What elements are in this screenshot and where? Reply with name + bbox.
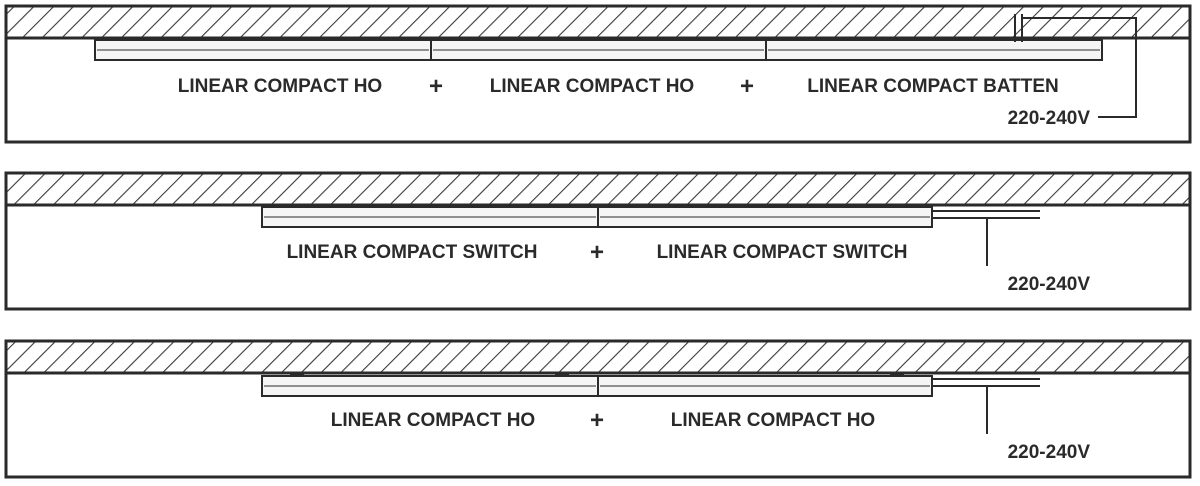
panel-1-wire [1014,14,1137,118]
panel-2-wire [932,210,1040,266]
panel-3: LINEAR COMPACT HO + LINEAR COMPACT HO 22… [4,339,1192,479]
panel-1-label-2: LINEAR COMPACT HO [490,76,694,97]
panel-2-ceiling [4,171,1192,207]
panel-3-fixtures [261,373,933,397]
panel-3-ceiling [4,339,1192,375]
panel-3-label-1: LINEAR COMPACT HO [331,410,535,431]
panel-3-wire [932,378,1040,434]
panel-2-label-2: LINEAR COMPACT SWITCH [657,242,908,263]
panel-1-label-3: LINEAR COMPACT BATTEN [807,76,1059,97]
panel-1-ceiling [4,4,1192,40]
panel-2-label-1: LINEAR COMPACT SWITCH [287,242,538,263]
panel-1-voltage: 220-240V [1008,108,1091,129]
panel-3-plus-1: + [590,407,604,434]
panel-2: LINEAR COMPACT SWITCH + LINEAR COMPACT S… [4,171,1192,311]
panel-3-label-2: LINEAR COMPACT HO [671,410,875,431]
panel-1: LINEAR COMPACT HO + LINEAR COMPACT HO + … [4,4,1192,144]
panel-3-voltage: 220-240V [1008,442,1091,463]
panel-1-plus-2: + [740,73,754,100]
panel-2-fixtures [261,204,933,228]
panel-1-plus-1: + [429,73,443,100]
panel-3-frame [4,371,1192,479]
panel-1-fixtures [94,37,1103,61]
panel-2-voltage: 220-240V [1008,274,1091,295]
panel-2-plus-1: + [590,239,604,266]
panel-1-label-1: LINEAR COMPACT HO [178,76,382,97]
